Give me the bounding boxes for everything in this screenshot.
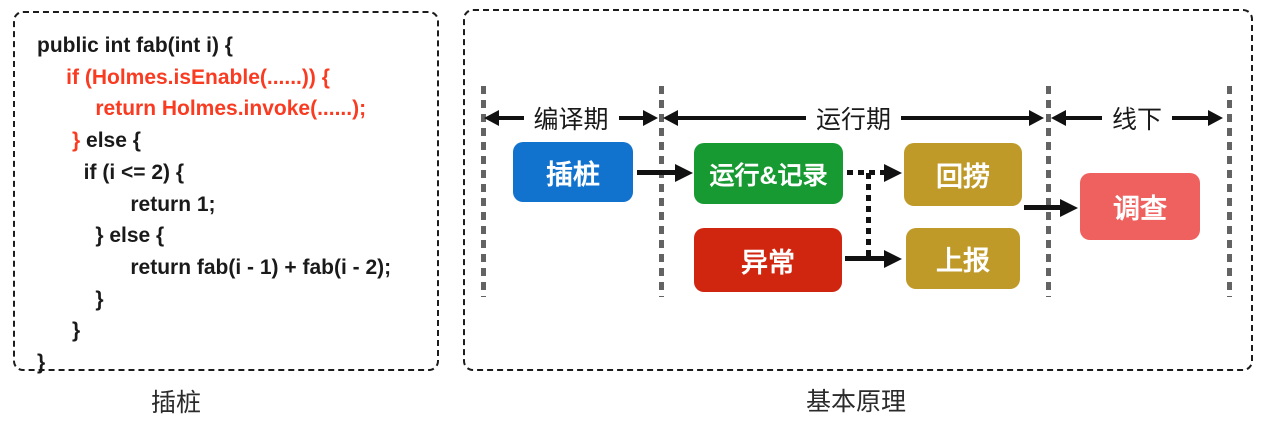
node-fetch-back-label: 回捞 (936, 162, 990, 192)
arrowhead-right-icon (884, 250, 902, 268)
phase-label-offline: 线下 (1112, 106, 1163, 134)
code-line: return fab(i - 1) + fab(i - 2); (37, 255, 392, 279)
node-investigate-label: 调查 (1113, 194, 1167, 224)
arrow-line (618, 116, 644, 120)
code-line: } (37, 287, 104, 311)
code-line: } (37, 319, 81, 343)
node-investigate: 调查 (1080, 173, 1200, 240)
node-run-and-record: 运行&记录 (694, 143, 843, 204)
node-exception-label: 异常 (741, 247, 795, 278)
phase-band-runtime: 运行期 (663, 102, 1045, 134)
code-panel: public int fab(int i) { if (Holmes.isEna… (13, 11, 439, 374)
code-block: public int fab(int i) { if (Holmes.isEna… (37, 30, 447, 379)
node-report-label: 上报 (936, 246, 990, 276)
arrowhead-right-icon (1029, 110, 1045, 126)
node-run-and-record-label: 运行&记录 (709, 161, 828, 190)
dotted-arrow-line (847, 170, 885, 175)
arrowhead-right-icon (1060, 199, 1078, 217)
arrowhead-left-icon (663, 110, 678, 126)
phase-label-compile: 编译期 (533, 106, 609, 134)
arrowhead-right-icon (675, 164, 693, 182)
code-line: if (i <= 2) { (37, 160, 185, 184)
arrowhead-left-icon (484, 110, 499, 126)
node-fetch-back: 回捞 (904, 143, 1022, 206)
phase-divider (1046, 86, 1051, 297)
arrow-line (678, 116, 806, 120)
arrow-line (1172, 116, 1209, 120)
arrow-line (637, 170, 676, 175)
node-instrument-label: 插桩 (546, 159, 600, 190)
code-line: } (37, 351, 46, 375)
principle-panel-caption: 基本原理 (805, 388, 907, 416)
arrowhead-right-icon (1208, 110, 1224, 126)
phase-divider (659, 86, 664, 297)
code-line: if (Holmes.isEnable(......)) { (37, 65, 330, 89)
arrow-line (901, 116, 1030, 120)
code-line: } else { (72, 129, 141, 153)
phase-divider (1227, 86, 1232, 297)
code-line: } else { (37, 224, 165, 248)
node-instrument: 插桩 (513, 142, 633, 202)
code-line: return 1; (37, 192, 216, 216)
arrowhead-left-icon (1051, 110, 1066, 126)
code-line: return Holmes.invoke(......); (37, 97, 367, 121)
arrow-line (499, 116, 524, 120)
arrow-line (845, 256, 885, 261)
code-line: public int fab(int i) { (37, 34, 233, 57)
phase-band-offline: 线下 (1051, 102, 1224, 134)
phase-label-runtime: 运行期 (816, 106, 892, 134)
dotted-branch-line (866, 173, 871, 257)
arrow-line (1066, 116, 1102, 120)
phase-band-compile: 编译期 (484, 102, 659, 134)
arrowhead-right-icon (884, 164, 902, 182)
code-panel-caption: 插桩 (150, 389, 202, 417)
phase-divider (481, 86, 486, 297)
arrow-line (1024, 205, 1061, 210)
node-exception: 异常 (694, 228, 842, 292)
node-report: 上报 (906, 228, 1020, 289)
arrowhead-right-icon (643, 110, 659, 126)
